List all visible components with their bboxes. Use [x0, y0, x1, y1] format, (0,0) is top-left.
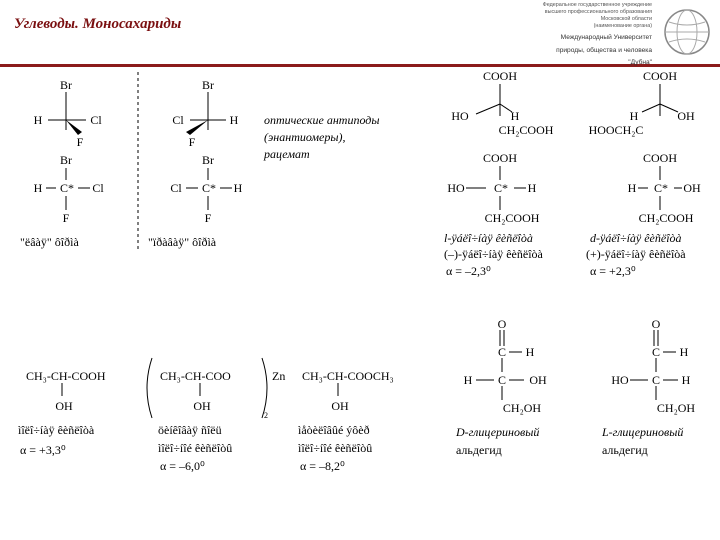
atom-c-star: C*: [60, 181, 74, 195]
group-ch2cooh: CH₂COOH: [499, 123, 554, 137]
atom-h: H: [34, 181, 43, 195]
group-ch2cooh: HOOCH₂C: [589, 123, 644, 137]
zinc-lactate-formula: CH₃-CH-COO: [160, 369, 231, 383]
atom-c: C: [652, 373, 660, 387]
atom-h: H: [630, 109, 639, 123]
atom-cl: Cl: [170, 181, 182, 195]
group-oh: OH: [193, 399, 211, 413]
group-cooh: COOH: [483, 69, 517, 83]
zinc-rotation: α = –6,0⁰: [160, 459, 205, 473]
group-cooh: COOH: [643, 69, 677, 83]
university-logo-icon: [664, 9, 710, 55]
left-malic-label: l-ÿáëî÷íàÿ êèñëîòà: [444, 231, 533, 245]
title-divider: [0, 64, 720, 67]
atom-br: Br: [60, 153, 72, 167]
page-title: Углеводы. Моносахариды: [14, 16, 182, 32]
atom-h: H: [511, 109, 520, 123]
group-cooh: COOH: [643, 151, 677, 165]
atom-h: H: [234, 181, 243, 195]
d-glyceraldehyde-label: альдегид: [456, 443, 502, 457]
atom-cl: Cl: [172, 113, 184, 127]
group-ho: HO: [451, 109, 469, 123]
note-line: оптические антиподы: [264, 113, 380, 127]
atom-c-star: C*: [494, 181, 508, 195]
atom-c-star: C*: [202, 181, 216, 195]
methyl-lactate-formula: CH₃-CH-COOCH₃: [302, 369, 394, 383]
group-oh: OH: [529, 373, 547, 387]
zinc-desc: öèíêîâàÿ ñîëü: [158, 423, 222, 437]
atom-f: F: [205, 211, 212, 225]
atom-c: C: [498, 345, 506, 359]
ester-rotation: α = –8,2⁰: [300, 459, 345, 473]
group-ho: HO: [447, 181, 465, 195]
group-oh: OH: [677, 109, 695, 123]
atom-h: H: [464, 373, 473, 387]
atom-h: H: [34, 113, 43, 127]
ester-desc: ìåòèëîâûé ýôèð: [298, 423, 370, 437]
atom-c: C: [652, 345, 660, 359]
zinc-desc: ìîëî÷íîé êèñëîòû: [158, 441, 232, 455]
group-oh: OH: [683, 181, 701, 195]
atom-h: H: [680, 345, 689, 359]
left-form-caption: "ëâàÿ" ôîðìà: [20, 235, 79, 249]
atom-br: Br: [60, 78, 72, 92]
note-line: рацемат: [264, 147, 310, 161]
l-glyceraldehyde-label: L-глицериновый: [601, 425, 683, 439]
group-ch2oh: CH₂OH: [503, 401, 542, 415]
enantiomers-note: оптические антиподы (энантиомеры), рацем…: [264, 112, 379, 163]
group-oh: OH: [55, 399, 73, 413]
atom-c-star: C*: [654, 181, 668, 195]
right-malic-rotation: α = +2,3⁰: [590, 264, 636, 278]
atom-f: F: [189, 135, 196, 149]
lactic-rotation: α = +3,3⁰: [20, 443, 66, 457]
group-ch2cooh: CH₂COOH: [485, 211, 540, 225]
university-header: Федеральное государственное учреждение в…: [492, 2, 652, 68]
atom-f: F: [63, 211, 70, 225]
atom-h: H: [682, 373, 691, 387]
atom-h: H: [628, 181, 637, 195]
d-glyceraldehyde-label: D-глицериновый: [455, 425, 539, 439]
lactic-acid-formula: CH₃-CH-COOH: [26, 369, 106, 383]
group-cooh: COOH: [483, 151, 517, 165]
atom-cl: Cl: [92, 181, 104, 195]
right-form-caption: "ïðàâàÿ" ôîðìà: [148, 235, 217, 249]
group-ch2cooh: CH₂COOH: [639, 211, 694, 225]
atom-br: Br: [202, 78, 214, 92]
note-line: (энантиомеры),: [264, 130, 346, 144]
institute-line: (наименование органа): [593, 23, 652, 29]
atom-cl: Cl: [90, 113, 102, 127]
right-malic-label: (+)-ÿáëî÷íàÿ êèñëîòà: [586, 247, 686, 261]
group-oh: OH: [331, 399, 349, 413]
university-name: природы, общества и человека: [556, 46, 652, 54]
atom-o: O: [498, 317, 507, 331]
atom-f: F: [77, 135, 84, 149]
atom-o: O: [652, 317, 661, 331]
lactic-desc: ìîëî÷íàÿ êèñëîòà: [18, 423, 95, 437]
university-name: "Дубна": [628, 59, 652, 66]
atom-zn: Zn: [272, 369, 285, 383]
atom-c: C: [498, 373, 506, 387]
institute-line: Московской области: [600, 16, 652, 22]
atom-h: H: [528, 181, 537, 195]
right-malic-label: d-ÿáëî÷íàÿ êèñëîòà: [590, 231, 682, 245]
ester-desc: ìîëî÷íîé êèñëîòû: [298, 441, 372, 455]
institute-line: Федеральное государственное учреждение: [542, 2, 652, 8]
atom-h: H: [526, 345, 535, 359]
atom-br: Br: [202, 153, 214, 167]
university-name: Международный Университет: [560, 34, 652, 41]
subscript-2: 2: [264, 411, 268, 420]
l-glyceraldehyde-label: альдегид: [602, 443, 648, 457]
left-malic-rotation: α = –2,3⁰: [446, 264, 491, 278]
group-ho: HO: [611, 373, 629, 387]
institute-line: высшего профессионального образования: [544, 9, 652, 15]
atom-h: H: [230, 113, 239, 127]
left-malic-label: (–)-ÿáëî÷íàÿ êèñëîòà: [444, 247, 544, 261]
group-ch2oh: CH₂OH: [657, 401, 696, 415]
